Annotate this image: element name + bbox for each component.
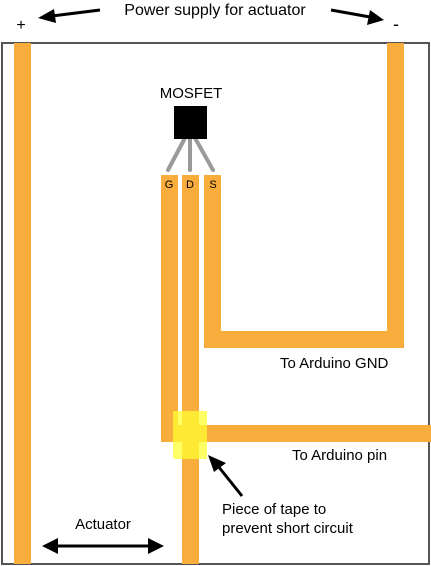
positive-supply-strip — [14, 43, 31, 564]
annotation-arrows — [38, 8, 384, 554]
actuator-double-arrow-icon — [42, 538, 164, 554]
drain-strip — [182, 175, 199, 564]
arrow-right-icon — [330, 8, 384, 25]
source-lead — [193, 136, 215, 172]
actuator-label: Actuator — [75, 516, 131, 533]
gate-lead — [166, 136, 187, 172]
gate-strip — [161, 175, 178, 442]
mosfet-body — [174, 106, 207, 139]
power-supply-title: Power supply for actuator — [124, 2, 306, 19]
arduino-gnd-label: To Arduino GND — [280, 355, 389, 372]
mosfet-label: MOSFET — [160, 85, 223, 102]
pin-label-drain: D — [186, 179, 194, 191]
arduino-pin-strip — [161, 425, 431, 442]
arduino-pin-label: To Arduino pin — [292, 447, 387, 464]
mosfet — [166, 106, 215, 172]
negative-terminal-label: - — [393, 14, 399, 34]
positive-terminal-label: + — [16, 17, 25, 34]
source-strip — [204, 175, 221, 348]
negative-supply-strip — [387, 43, 404, 346]
gnd-strip — [204, 331, 404, 348]
tape-note-line2: prevent short circuit — [222, 520, 354, 537]
mosfet-leads — [166, 136, 215, 172]
copper-tape-strips — [14, 43, 431, 564]
pin-label-gate: G — [165, 179, 174, 191]
arrow-left-icon — [38, 8, 101, 23]
pin-label-source: S — [209, 179, 216, 191]
tape-note-line1: Piece of tape to — [222, 501, 326, 518]
insulating-tape — [173, 411, 207, 459]
tape-pointer-arrow-icon — [208, 455, 244, 497]
